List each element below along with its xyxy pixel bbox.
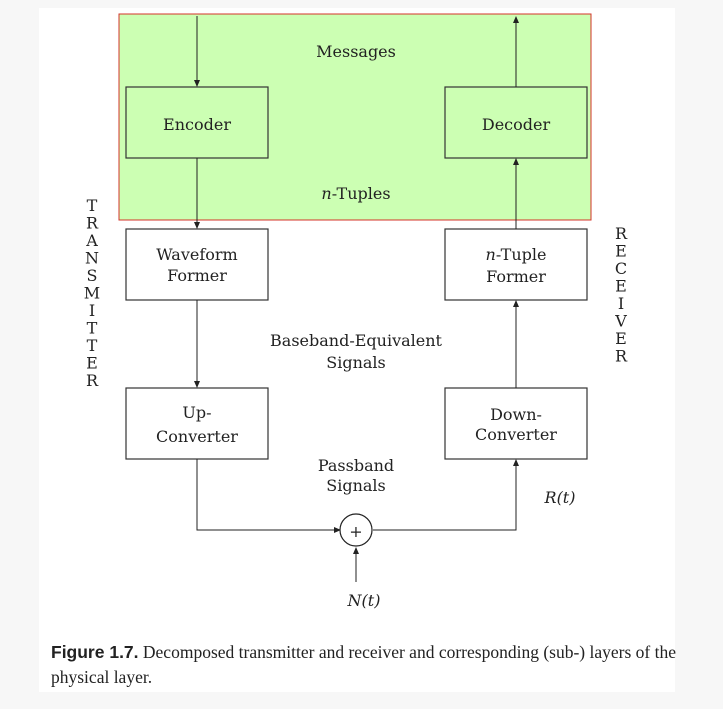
messages-region xyxy=(118,13,592,221)
baseband-label-2: Signals xyxy=(326,353,386,372)
vertical-letter: V xyxy=(614,312,627,331)
encoder-label: Encoder xyxy=(163,115,231,134)
passband-label-1: Passband xyxy=(318,456,394,475)
vertical-letter: M xyxy=(84,284,100,303)
vertical-letter: C xyxy=(615,259,627,278)
passband-label-2: Signals xyxy=(326,476,386,495)
waveform-former-label-2: Former xyxy=(167,266,227,285)
received-signal-label: R(t) xyxy=(544,488,576,507)
vertical-letter: A xyxy=(85,231,98,250)
waveform-former-label-1: Waveform xyxy=(156,245,237,264)
noise-signal-label: N(t) xyxy=(347,591,381,610)
ntuple-former-label-2: Former xyxy=(486,267,546,286)
vertical-letter: T xyxy=(87,196,98,215)
vertical-letter: I xyxy=(618,294,624,313)
down-converter-label-1: Down- xyxy=(490,405,542,424)
ntuple-former-label-1: n-Tuple xyxy=(486,245,547,264)
vertical-letter: E xyxy=(86,354,98,373)
arrow-adder-to-downconverter xyxy=(373,459,519,531)
up-converter-box xyxy=(125,387,269,460)
line-upconverter-to-adder xyxy=(196,459,341,533)
ntuples-label: n-Tuples xyxy=(321,184,390,203)
messages-label: Messages xyxy=(316,42,396,61)
vertical-letter: I xyxy=(89,301,95,320)
baseband-label-1: Baseband-Equivalent xyxy=(270,331,443,350)
figure-caption: Figure 1.7. Decomposed transmitter and r… xyxy=(51,640,681,690)
vertical-letter: R xyxy=(615,224,628,243)
vertical-letter: T xyxy=(87,319,98,338)
vertical-letter: R xyxy=(615,347,628,366)
waveform-former-box xyxy=(125,228,269,301)
vertical-letter: E xyxy=(615,242,627,261)
down-converter-label-2: Converter xyxy=(475,425,557,444)
vertical-letter: E xyxy=(615,329,627,348)
up-converter-label-2: Converter xyxy=(156,427,238,446)
adder-symbol: + xyxy=(349,522,362,541)
adder-circle xyxy=(339,513,373,547)
vertical-letter: N xyxy=(85,249,99,268)
vertical-letter: E xyxy=(615,277,627,296)
vertical-letter: T xyxy=(87,336,98,355)
vertical-letter: S xyxy=(87,266,98,285)
caption-text: Decomposed transmitter and receiver and … xyxy=(51,642,676,687)
vertical-letter: R xyxy=(86,371,99,390)
up-converter-label-1: Up- xyxy=(182,403,211,422)
vertical-letter: R xyxy=(86,214,99,233)
ntuple-former-box xyxy=(444,228,588,301)
decoder-label: Decoder xyxy=(482,115,551,134)
figure-number: Figure 1.7. xyxy=(51,642,139,662)
